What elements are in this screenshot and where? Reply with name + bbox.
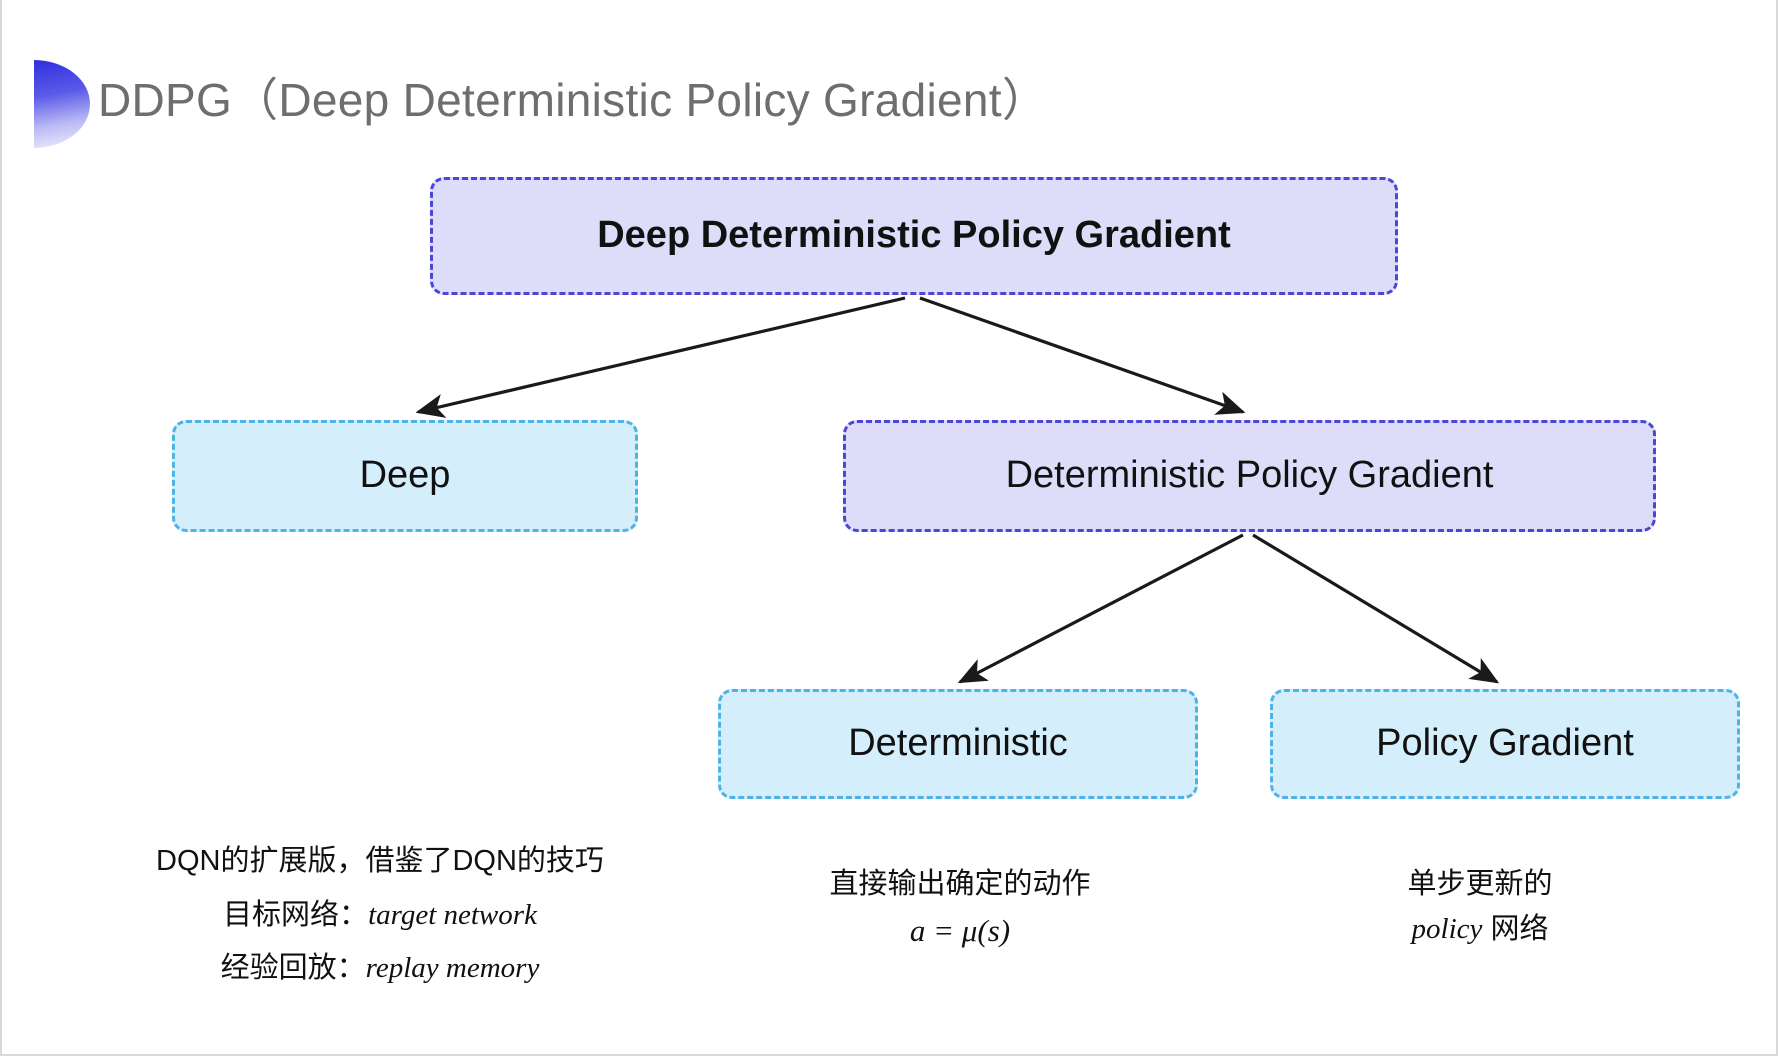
annotation-deep: DQN的扩展版，借鉴了DQN的技巧 目标网络：target network 经验… (100, 835, 660, 996)
node-label: Deterministic (848, 722, 1068, 765)
node-deterministic[interactable]: Deterministic (718, 689, 1198, 799)
annotation-policy-gradient-suffix: 网络 (1482, 912, 1549, 945)
node-label: Policy Gradient (1376, 722, 1634, 765)
annotation-deterministic: 直接输出确定的动作 a = μ(s) (760, 862, 1160, 955)
slide-border-right (1776, 0, 1778, 1056)
slide-border-bottom (0, 1054, 1778, 1056)
annotation-deep-term-replay-memory: replay memory (365, 952, 540, 985)
annotation-deep-term-target-network: target network (368, 898, 537, 931)
edge-root-to-deep (415, 296, 906, 418)
annotation-policy-gradient: 单步更新的 policy 网络 (1315, 862, 1645, 952)
slide-border-left (0, 0, 2, 1056)
annotation-deep-label-replay: 经验回放： (220, 952, 366, 985)
edge-root-to-dpg (919, 296, 1246, 415)
edge-dpg-to-policy-gradient (1252, 533, 1500, 684)
node-label: Deep (359, 454, 451, 497)
node-label: Deep Deterministic Policy Gradient (597, 214, 1231, 257)
node-label: Deterministic Policy Gradient (1005, 454, 1494, 497)
annotation-deep-line-2: 目标网络：target network (100, 889, 660, 943)
node-policy-gradient[interactable]: Policy Gradient (1270, 689, 1740, 799)
annotation-deep-label-target: 目标网络： (223, 898, 369, 931)
node-deep-deterministic-policy-gradient[interactable]: Deep Deterministic Policy Gradient (430, 177, 1398, 295)
edge-dpg-to-deterministic (957, 533, 1244, 684)
title-bullet-semicircle-icon (34, 60, 90, 148)
annotation-deterministic-line-1: 直接输出确定的动作 (829, 868, 1091, 900)
annotation-deep-line-1: DQN的扩展版，借鉴了DQN的技巧 (156, 845, 604, 877)
annotation-deterministic-formula: a = μ(s) (909, 912, 1011, 948)
annotation-policy-gradient-line-1: 单步更新的 (1407, 868, 1553, 900)
node-deterministic-policy-gradient[interactable]: Deterministic Policy Gradient (843, 420, 1656, 532)
page-title: DDPG（Deep Deterministic Policy Gradient） (98, 74, 1049, 126)
node-deep[interactable]: Deep (172, 420, 638, 532)
annotation-deep-line-3: 经验回放：replay memory (100, 942, 660, 996)
annotation-policy-gradient-term: policy (1411, 912, 1483, 945)
annotation-policy-gradient-line-2: policy 网络 (1315, 907, 1645, 952)
